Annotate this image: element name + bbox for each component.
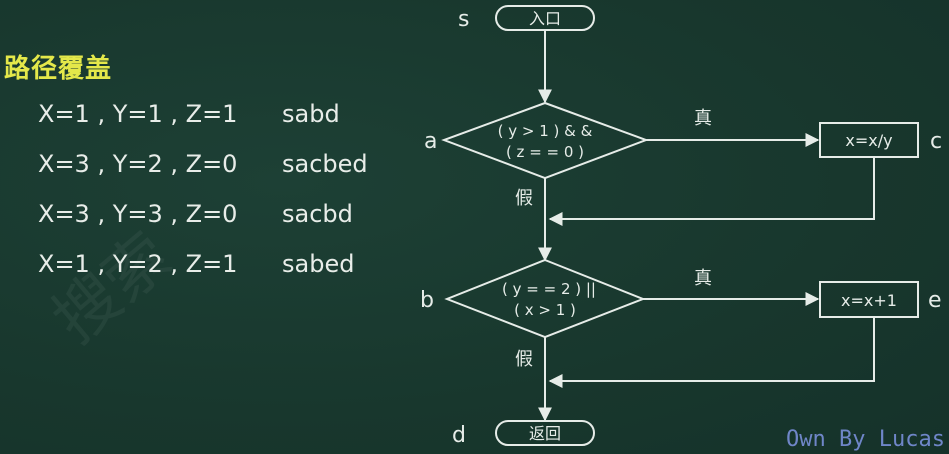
test-case-condition: X=1 , Y=2 , Z=1 <box>38 250 238 278</box>
author-credit: Own By Lucas <box>786 427 945 452</box>
decision-b-line2: ( x > 1 ) <box>514 301 576 319</box>
test-case-path: sacbed <box>282 150 368 178</box>
edge-c-merge <box>548 158 875 226</box>
start-text: 入口 <box>529 9 561 28</box>
edge-label-a-true: 真 <box>694 108 712 129</box>
decision-a-line1: ( y > 1 ) & & <box>498 122 593 140</box>
process-c-box <box>819 122 919 158</box>
edge-e-merge <box>548 318 875 388</box>
node-label-d: d <box>452 423 466 448</box>
test-case-row: X=1 , Y=2 , Z=1 sabed <box>38 250 354 278</box>
decision-a-line2: ( z = = 0 ) <box>506 143 584 161</box>
node-label-s: s <box>458 7 469 32</box>
edge-label-a-false: 假 <box>515 188 533 209</box>
decision-b-diamond <box>444 258 646 339</box>
test-case-condition: X=1 , Y=1 , Z=1 <box>38 100 238 128</box>
test-case-path: sabed <box>282 250 355 278</box>
edge-label-b-false: 假 <box>515 349 533 370</box>
test-case-condition: X=3 , Y=2 , Z=0 <box>38 150 238 178</box>
test-case-path: sabd <box>282 100 340 128</box>
node-label-c: c <box>930 129 942 154</box>
test-case-path: sacbd <box>282 200 353 228</box>
process-c-text: x=x/y <box>845 131 892 150</box>
end-terminal <box>495 420 595 446</box>
process-e-text: x=x+1 <box>841 291 897 310</box>
node-label-a: a <box>424 129 437 154</box>
decision-b-line1: ( y = = 2 ) || <box>502 280 596 298</box>
decision-a-diamond <box>441 101 649 180</box>
test-case-condition: X=3 , Y=3 , Z=0 <box>38 200 238 228</box>
node-label-e: e <box>928 288 942 313</box>
process-e-box <box>819 281 919 318</box>
end-text: 返回 <box>529 424 561 443</box>
test-case-row: X=3 , Y=2 , Z=0 sacbed <box>38 150 368 178</box>
test-case-row: X=3 , Y=3 , Z=0 sacbd <box>38 200 353 228</box>
node-label-b: b <box>420 288 434 313</box>
start-terminal <box>495 5 595 31</box>
edge-label-b-true: 真 <box>694 268 712 289</box>
test-case-row: X=1 , Y=1 , Z=1 sabd <box>38 100 340 128</box>
page-title: 路径覆盖 <box>4 54 113 84</box>
